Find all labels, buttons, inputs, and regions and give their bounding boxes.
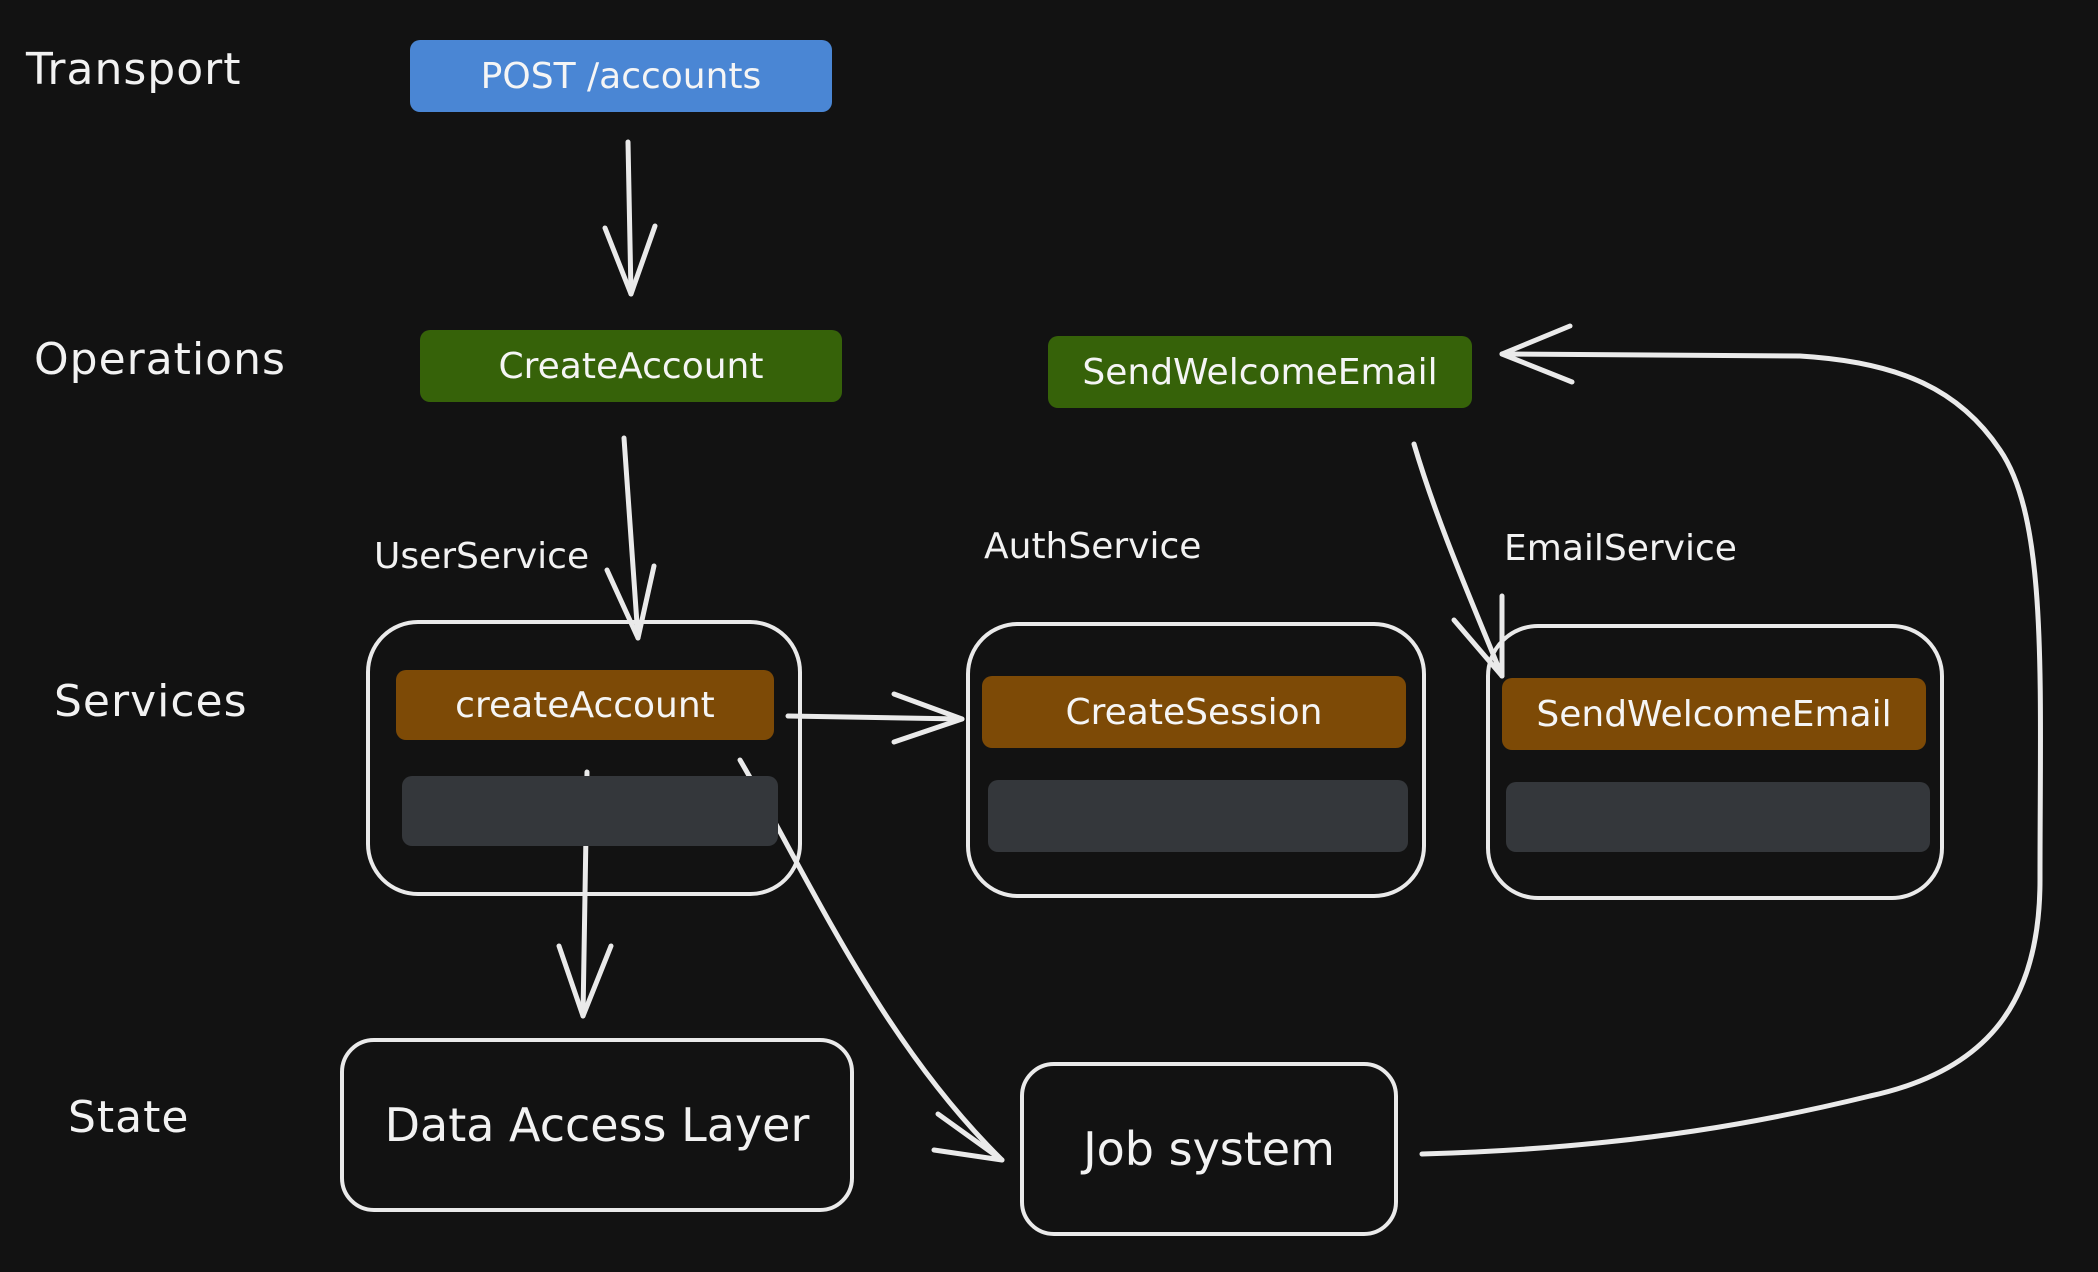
service-frame-auth <box>966 622 1426 898</box>
service-label-email: EmailService <box>1504 528 1737 569</box>
job-system-box[interactable]: Job system <box>1020 1062 1398 1236</box>
arrow-operation-to-user-service <box>604 435 657 641</box>
layer-label-operations: Operations <box>34 334 286 385</box>
operation-create-account[interactable]: CreateAccount <box>420 330 842 402</box>
service-slot-auth <box>988 780 1408 852</box>
service-method-create-session[interactable]: CreateSession <box>982 676 1406 748</box>
endpoint-post-accounts[interactable]: POST /accounts <box>410 40 832 112</box>
data-access-layer-box[interactable]: Data Access Layer <box>340 1038 854 1212</box>
service-slot-user <box>402 776 778 846</box>
arrow-user-to-auth-service <box>785 691 965 745</box>
layer-label-services: Services <box>54 676 248 727</box>
layer-label-transport: Transport <box>26 44 242 95</box>
arrow-operation-to-email-service <box>1411 441 1505 679</box>
arrow-job-system-to-send-welcome-email <box>1419 323 2043 1157</box>
service-method-send-welcome-email[interactable]: SendWelcomeEmail <box>1502 678 1926 750</box>
service-slot-email <box>1506 782 1930 852</box>
operation-send-welcome-email[interactable]: SendWelcomeEmail <box>1048 336 1472 408</box>
service-method-create-account[interactable]: createAccount <box>396 670 774 740</box>
service-label-user: UserService <box>374 536 590 577</box>
service-frame-user <box>366 620 802 896</box>
arrow-endpoint-to-create-account <box>602 139 658 297</box>
service-label-auth: AuthService <box>984 526 1202 567</box>
layer-label-state: State <box>68 1092 190 1143</box>
service-frame-email <box>1486 624 1944 900</box>
